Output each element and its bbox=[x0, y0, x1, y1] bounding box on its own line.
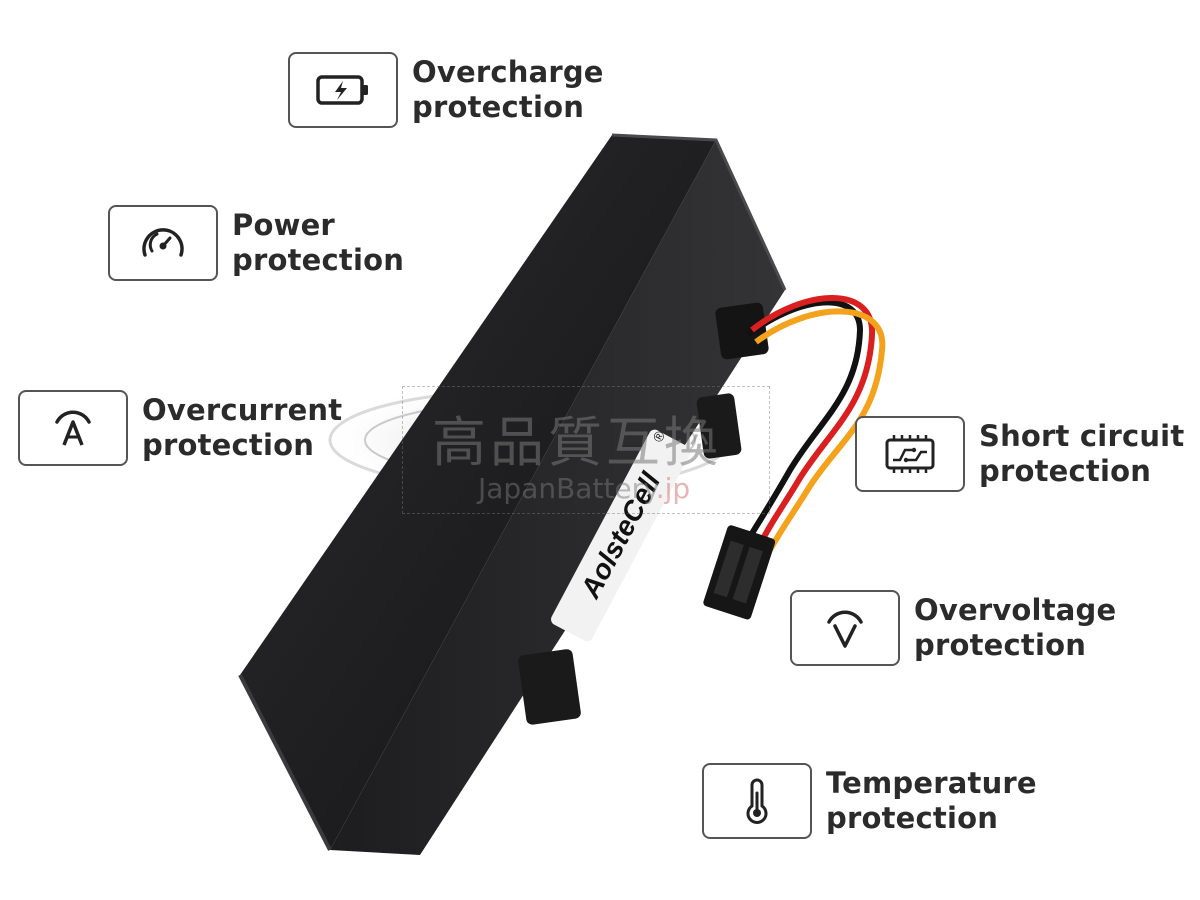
battery-clip bbox=[715, 302, 769, 360]
watermark-site-tld: .jp bbox=[655, 472, 691, 505]
voltage-icon bbox=[827, 610, 863, 648]
circuit-board-icon bbox=[885, 435, 935, 473]
overvoltage-label: Overvoltage protection bbox=[914, 593, 1116, 663]
temperature-label-line2: protection bbox=[826, 801, 999, 835]
short-circuit-label-line1: Short circuit bbox=[979, 419, 1185, 453]
watermark-frame bbox=[402, 386, 770, 514]
power-label-line2: protection bbox=[232, 243, 405, 277]
battery-side-face bbox=[330, 140, 785, 855]
temperature-label-line1: Temperature bbox=[826, 766, 1037, 800]
watermark-site-main: JapanBattery bbox=[478, 472, 656, 505]
gauge-icon bbox=[142, 228, 184, 257]
overvoltage-icon-box bbox=[790, 590, 900, 666]
wire-yellow bbox=[754, 308, 886, 552]
overcharge-label: Overcharge protection bbox=[412, 55, 604, 125]
overcurrent-icon-box bbox=[18, 390, 128, 466]
feature-overvoltage: Overvoltage protection bbox=[790, 590, 1116, 666]
overcurrent-label: Overcurrent protection bbox=[142, 393, 342, 463]
ampere-icon bbox=[55, 410, 91, 446]
watermark-site: JapanBattery.jp bbox=[478, 472, 690, 505]
overcharge-icon-box bbox=[288, 52, 398, 128]
overvoltage-label-line1: Overvoltage bbox=[914, 593, 1117, 627]
feature-overcharge: Overcharge protection bbox=[288, 52, 604, 128]
feature-overcurrent: Overcurrent protection bbox=[18, 390, 342, 466]
wire-connector bbox=[703, 525, 776, 620]
short-circuit-label-line2: protection bbox=[979, 454, 1152, 488]
wire-red bbox=[750, 295, 876, 547]
overvoltage-label-line2: protection bbox=[914, 628, 1087, 662]
temperature-label: Temperature protection bbox=[826, 766, 1037, 836]
thermometer-icon bbox=[746, 778, 768, 824]
feature-power: Power protection bbox=[108, 205, 404, 281]
short-circuit-icon-box bbox=[855, 416, 965, 492]
battery-top-face bbox=[240, 135, 716, 850]
overcharge-label-line1: Overcharge bbox=[412, 55, 604, 89]
overcurrent-label-line2: protection bbox=[142, 428, 315, 462]
overcurrent-label-line1: Overcurrent bbox=[142, 393, 343, 427]
temperature-icon-box bbox=[702, 763, 812, 839]
power-label-line1: Power bbox=[232, 208, 335, 242]
power-icon-box bbox=[108, 205, 218, 281]
overcharge-label-line2: protection bbox=[412, 90, 585, 124]
power-label: Power protection bbox=[232, 208, 404, 278]
battery-clip bbox=[696, 393, 742, 459]
feature-temperature: Temperature protection bbox=[702, 763, 1037, 839]
short-circuit-label: Short circuit protection bbox=[979, 419, 1184, 489]
brand-label-panel bbox=[551, 429, 691, 642]
battery-charge-icon bbox=[316, 75, 368, 105]
battery-clip bbox=[518, 649, 581, 725]
wire-black bbox=[745, 299, 864, 542]
watermark-japanese: 高品質互換 bbox=[432, 411, 722, 474]
feature-short-circuit: Short circuit protection bbox=[855, 416, 1184, 492]
